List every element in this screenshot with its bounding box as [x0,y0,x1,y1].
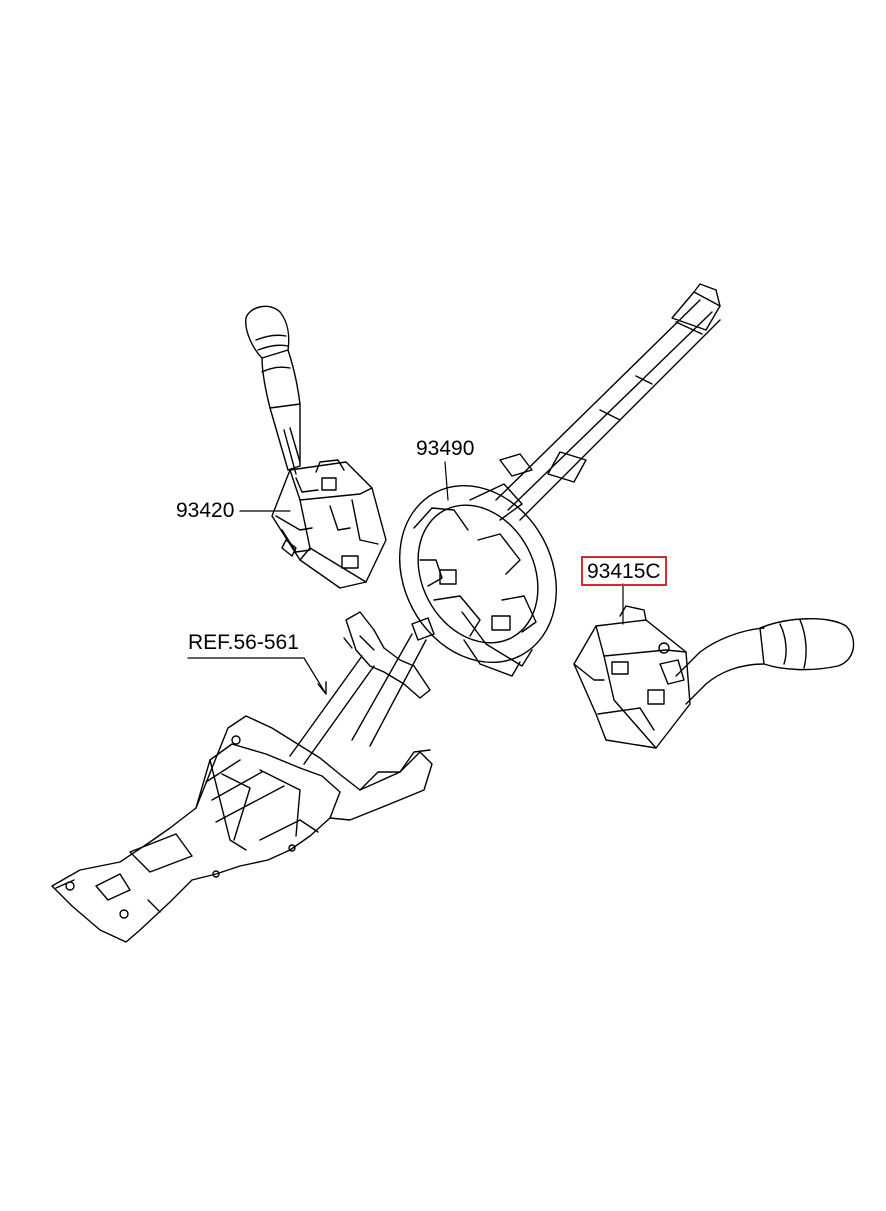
callout-ref-56-561: REF.56-561 [188,631,299,654]
callout-93415c: 93415C [581,556,667,586]
leader-ref-arrow [317,681,327,695]
leader-lines [187,461,624,695]
leader-ref [187,657,327,695]
wiper-switch-drawing [573,605,855,749]
turn-signal-switch-drawing [245,305,387,589]
callout-93420: 93420 [176,499,235,522]
leader-93490 [444,461,449,501]
steering-column-drawing [51,611,435,943]
clock-spring-drawing [398,283,721,677]
callout-93490: 93490 [416,437,475,460]
